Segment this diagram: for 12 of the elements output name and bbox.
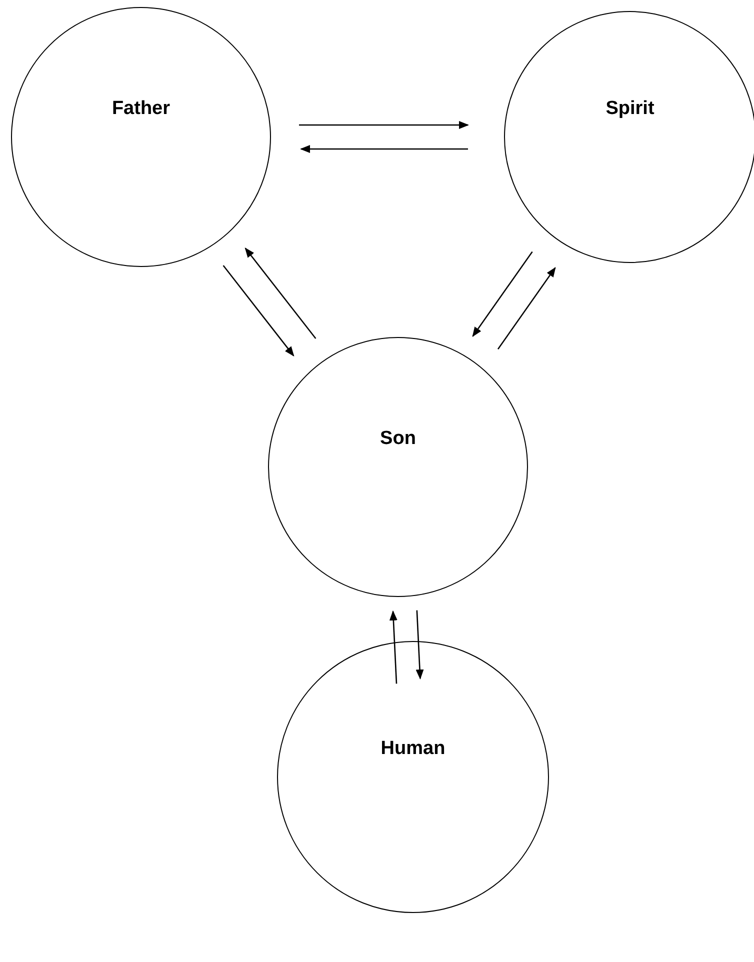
node-label: Son	[380, 428, 416, 450]
arrow	[300, 145, 468, 153]
arrow	[416, 610, 424, 680]
node-label: Spirit	[606, 98, 654, 120]
arrow	[222, 265, 294, 356]
arrow	[244, 248, 316, 339]
node-label: Human	[380, 738, 446, 760]
arrow	[497, 266, 556, 350]
arrow	[299, 121, 469, 129]
node-label: Father	[112, 98, 170, 120]
arrow	[472, 251, 533, 338]
arrow	[389, 610, 398, 684]
